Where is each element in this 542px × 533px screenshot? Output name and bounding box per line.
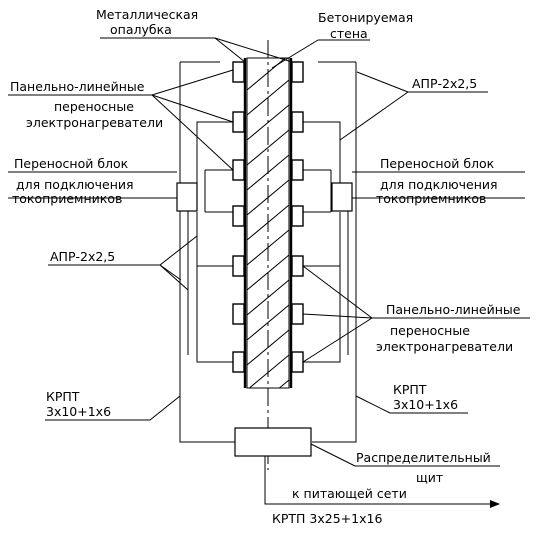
label-wall-line1: Бетонируемая — [318, 10, 413, 25]
heater-panel — [232, 159, 245, 181]
heater-panel — [291, 255, 304, 277]
label-block-right-line2: для подключения — [380, 177, 498, 192]
heater-panel — [291, 159, 304, 181]
label-heaters-left-line2: переносные — [54, 99, 134, 114]
label-block-right-line1: Переносной блок — [380, 156, 495, 171]
label-block-right-line3: токоприемников — [376, 191, 486, 206]
label-cable-left-line1: КРПТ — [46, 389, 80, 404]
supply-arrow — [490, 500, 500, 508]
labels: Металлическая опалубка Бетонируемая стен… — [10, 7, 521, 526]
heater-panel — [232, 303, 245, 325]
label-wire-left: АПР-2х2,5 — [50, 249, 115, 264]
heater-panel — [291, 351, 304, 373]
heaters-left — [232, 61, 245, 373]
label-supply-cable: КРТП 3х25+1х16 — [272, 511, 382, 526]
heater-panel — [291, 303, 304, 325]
distribution-board — [234, 427, 312, 457]
heater-panel — [291, 61, 304, 83]
label-heaters-left-line1: Панельно-линейные — [10, 79, 145, 94]
heater-panel — [232, 61, 245, 83]
label-block-left-line3: токоприемников — [12, 191, 122, 206]
label-cable-left-line2: 3х10+1х6 — [46, 404, 111, 419]
label-cable-right-line2: 3х10+1х6 — [393, 397, 458, 412]
label-wire-right: АПР-2х2,5 — [412, 76, 477, 91]
label-block-left-line2: для подключения — [16, 177, 134, 192]
portable-block-left — [176, 182, 198, 212]
heater-panel — [232, 111, 245, 133]
portable-block-right — [331, 182, 353, 212]
label-heaters-right-line1: Панельно-линейные — [386, 302, 521, 317]
label-cable-right-line1: КРПТ — [393, 382, 427, 397]
label-formwork-line1: Металлическая — [96, 7, 198, 22]
heater-panel — [291, 111, 304, 133]
concrete-wall — [246, 40, 290, 470]
label-board-line2: щит — [416, 470, 443, 485]
label-heaters-right-line3: электронагреватели — [376, 339, 513, 354]
leader-lines — [8, 37, 530, 467]
label-formwork-line2: опалубка — [110, 22, 172, 37]
label-wall-line2: стена — [330, 26, 368, 41]
label-heaters-left-line3: электронагреватели — [26, 115, 163, 130]
heater-panel — [232, 205, 245, 227]
heaters-right — [291, 61, 304, 373]
heater-panel — [291, 205, 304, 227]
heater-panel — [232, 351, 245, 373]
label-heaters-right-line2: переносные — [390, 323, 470, 338]
label-board-line1: Распределительный — [356, 450, 491, 465]
label-block-left-line1: Переносной блок — [14, 156, 129, 171]
cable-network — [179, 61, 490, 505]
heater-panel — [232, 255, 245, 277]
label-supply: к питающей сети — [292, 486, 407, 501]
